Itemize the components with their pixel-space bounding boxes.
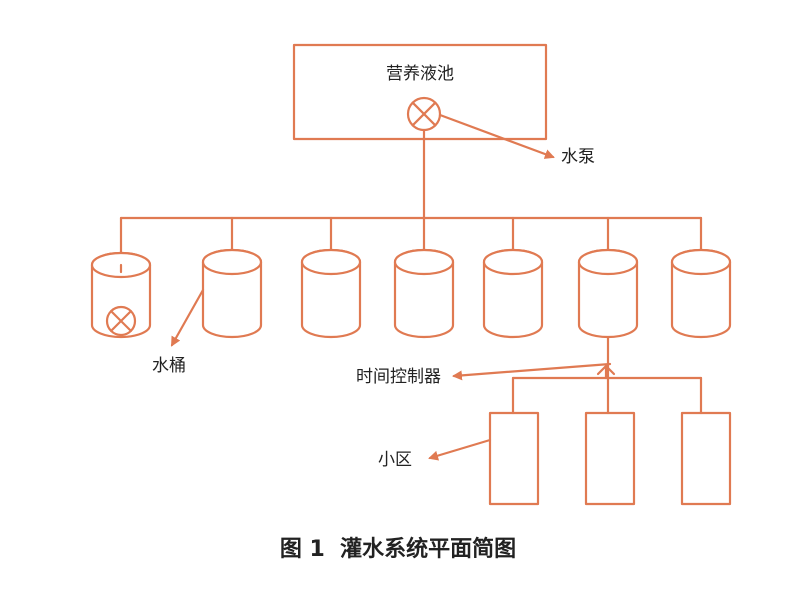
figure-caption: 图 1 灌水系统平面简图	[280, 536, 516, 562]
pool-label: 营养液池	[386, 64, 454, 84]
bucket-label: 水桶	[152, 356, 186, 376]
district-1	[488, 411, 540, 506]
bucket-3	[300, 248, 362, 339]
nutrient-pool: 营养液池	[292, 43, 548, 141]
district-arrow	[428, 438, 492, 461]
district-label: 小区	[378, 450, 412, 470]
pump-symbol	[406, 96, 442, 132]
timer-label: 时间控制器	[356, 367, 441, 387]
district-2	[584, 411, 636, 506]
district-drops	[511, 376, 703, 415]
bucket-4	[393, 248, 455, 339]
timer-arrow	[452, 362, 612, 381]
bucket-1	[90, 251, 152, 339]
bucket-pump-symbol	[105, 305, 137, 337]
bucket-6	[577, 248, 639, 339]
timer-symbol	[596, 364, 616, 380]
bucket-arrow	[170, 288, 205, 347]
bucket-2	[201, 248, 263, 339]
bucket-7	[670, 248, 732, 339]
pump-label: 水泵	[561, 147, 595, 167]
district-3	[680, 411, 732, 506]
pump-arrow	[438, 113, 555, 159]
bucket-5	[482, 248, 544, 339]
